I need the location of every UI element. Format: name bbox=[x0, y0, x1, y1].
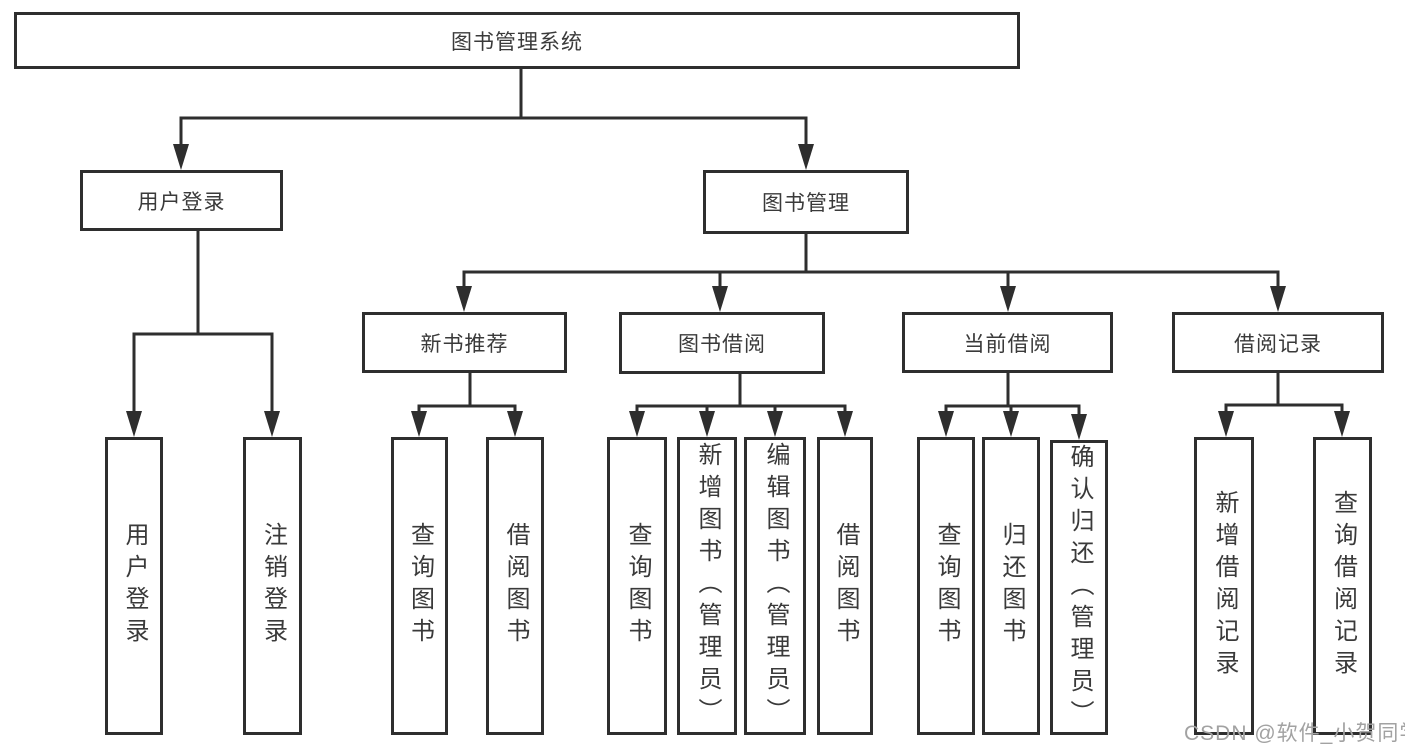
node-leaf-query-record: 查询借阅记录 bbox=[1313, 437, 1372, 735]
node-book-mgmt: 图书管理 bbox=[703, 170, 909, 234]
node-leaf-borrow-book-2: 借阅图书 bbox=[817, 437, 873, 735]
node-label-new-book-rec: 新书推荐 bbox=[420, 332, 509, 356]
node-current-borrow: 当前借阅 bbox=[902, 312, 1113, 373]
node-leaf-add-book: 新增图书（管理员） bbox=[677, 437, 737, 735]
node-system: 图书管理系统 bbox=[14, 12, 1020, 69]
node-new-book-rec: 新书推荐 bbox=[362, 312, 567, 373]
node-leaf-return-book: 归还图书 bbox=[982, 437, 1040, 735]
node-leaf-query-book-2: 查询图书 bbox=[607, 437, 667, 735]
node-label-leaf-borrow-book-2: 借阅图书 bbox=[832, 522, 859, 650]
node-leaf-edit-book: 编辑图书（管理员） bbox=[744, 437, 806, 735]
node-book-borrow: 图书借阅 bbox=[619, 312, 825, 374]
node-leaf-user-login: 用户登录 bbox=[105, 437, 163, 735]
node-label-leaf-edit-book: 编辑图书（管理员） bbox=[762, 442, 789, 730]
node-label-leaf-add-record: 新增借阅记录 bbox=[1211, 490, 1238, 682]
node-borrow-records: 借阅记录 bbox=[1172, 312, 1384, 373]
node-label-leaf-user-login: 用户登录 bbox=[121, 522, 148, 650]
node-label-leaf-query-book-1: 查询图书 bbox=[406, 522, 434, 650]
node-label-leaf-query-book-2: 查询图书 bbox=[624, 522, 651, 650]
watermark-text: CSDN @软件_小贺同学 bbox=[1184, 722, 1405, 745]
node-label-leaf-confirm-return: 确认归还（管理员） bbox=[1066, 443, 1093, 732]
node-leaf-logout: 注销登录 bbox=[243, 437, 302, 735]
node-label-leaf-logout: 注销登录 bbox=[259, 522, 287, 650]
node-leaf-add-record: 新增借阅记录 bbox=[1194, 437, 1254, 735]
node-label-system: 图书管理系统 bbox=[451, 30, 583, 54]
node-leaf-confirm-return: 确认归还（管理员） bbox=[1050, 440, 1108, 735]
node-leaf-query-book-3: 查询图书 bbox=[917, 437, 975, 735]
node-label-book-mgmt: 图书管理 bbox=[762, 192, 850, 215]
node-user-login: 用户登录 bbox=[80, 170, 283, 231]
node-label-current-borrow: 当前借阅 bbox=[963, 332, 1052, 356]
node-label-book-borrow: 图书借阅 bbox=[678, 333, 766, 356]
node-label-leaf-query-book-3: 查询图书 bbox=[933, 522, 960, 650]
node-label-leaf-return-book: 归还图书 bbox=[998, 522, 1025, 650]
node-label-borrow-records: 借阅记录 bbox=[1234, 332, 1322, 356]
node-leaf-borrow-book-1: 借阅图书 bbox=[486, 437, 544, 735]
node-label-leaf-add-book: 新增图书（管理员） bbox=[694, 442, 721, 730]
node-leaf-query-book-1: 查询图书 bbox=[391, 437, 448, 735]
node-label-user-login: 用户登录 bbox=[137, 190, 226, 214]
node-label-leaf-borrow-book-1: 借阅图书 bbox=[502, 522, 529, 650]
node-label-leaf-query-record: 查询借阅记录 bbox=[1329, 490, 1357, 682]
